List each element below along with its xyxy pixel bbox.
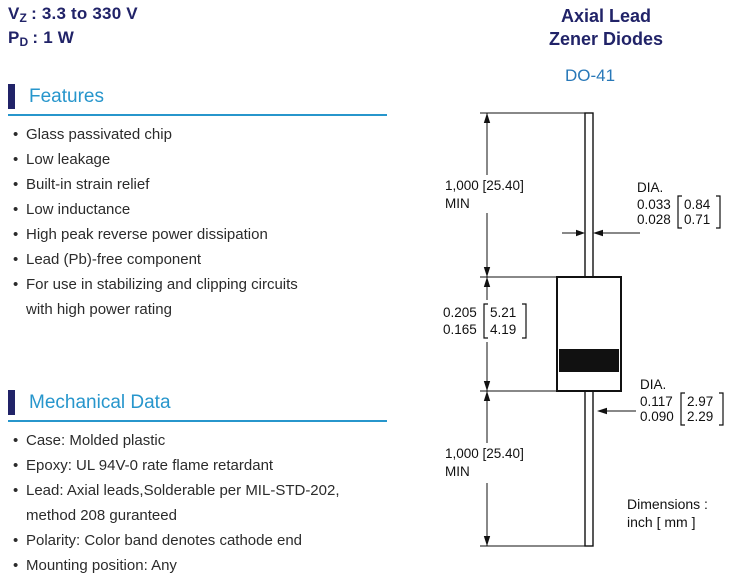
lead-dia-inch-min: 0.028 (637, 212, 671, 227)
mechanical-item-continuation: method 208 guranteed (26, 507, 177, 524)
feature-item: Glass passivated chip (12, 122, 298, 147)
lead-dia-mm-min: 0.71 (684, 212, 710, 227)
vz-spec: VZ: 3.3 to 330 V (8, 4, 138, 25)
label-mask (440, 300, 530, 342)
features-header: Features (8, 84, 387, 116)
pd-symbol: P (8, 28, 20, 47)
body-length-inch-min: 0.165 (443, 322, 477, 337)
feature-item-text: Lead (Pb)-free component (26, 251, 202, 268)
feature-item: Built-in strain relief (12, 172, 298, 197)
mechanical-data-header: Mechanical Data (8, 390, 387, 422)
pd-value: : 1 W (32, 28, 75, 47)
package-name: DO-41 (564, 66, 616, 85)
pd-spec: PD: 1 W (8, 28, 74, 49)
feature-item-text: Built-in strain relief (26, 176, 150, 193)
mechanical-item-text: Polarity: Color band denotes cathode end (26, 532, 303, 549)
mechanical-data-list: Case: Molded plastic Epoxy: UL 94V-0 rat… (12, 428, 340, 573)
bottom-lead-length-value: 1,000 [25.40] (445, 446, 524, 461)
feature-item: Low leakage (12, 147, 298, 172)
mechanical-item-text: Case: Molded plastic (26, 432, 166, 449)
body-length-mm-min: 4.19 (490, 322, 516, 337)
mechanical-item: Lead: Axial leads,Solderable per MIL-STD… (12, 478, 340, 528)
label-mask (442, 443, 528, 483)
vz-subscript: Z (19, 11, 28, 25)
label-mask (442, 175, 528, 213)
mechanical-item: Epoxy: UL 94V-0 rate flame retardant (12, 453, 340, 478)
feature-item-text: Low inductance (26, 201, 131, 218)
left-bracket (677, 195, 682, 229)
mechanical-item-text: Mounting position: Any (26, 557, 177, 573)
mechanical-item: Polarity: Color band denotes cathode end (12, 528, 340, 553)
features-list: Glass passivated chip Low leakage Built-… (12, 122, 298, 322)
lead-dia-label: DIA. (637, 180, 663, 195)
left-bracket (483, 303, 488, 339)
page-title-line1: Axial Lead (560, 6, 652, 26)
section-accent-bar (8, 84, 15, 109)
page-title-line2: Zener Diodes (548, 29, 664, 49)
pd-subscript: D (19, 35, 29, 49)
feature-item: High peak reverse power dissipation (12, 222, 298, 247)
body-length-mm-max: 5.21 (490, 305, 516, 320)
feature-item-continuation: with high power rating (26, 301, 172, 318)
body-dia-inch-max: 0.117 (640, 394, 673, 409)
top-lead-length-min: MIN (445, 196, 470, 211)
body-dia-inch-min: 0.090 (640, 409, 674, 424)
lead-dia-inch-max: 0.033 (637, 197, 671, 212)
lead-dia-mm-max: 0.84 (684, 197, 711, 212)
bottom-lead-length-min: MIN (445, 464, 470, 479)
right-bracket (719, 392, 724, 426)
feature-item-text: For use in stabilizing and clipping circ… (26, 276, 298, 293)
package-outline-drawing: 1,000 [25.40] MIN 0.205 0.165 5.21 4.19 … (440, 112, 724, 547)
lead-diameter-callout (562, 229, 640, 237)
mechanical-data-heading: Mechanical Data (29, 392, 171, 413)
top-lead-length-value: 1,000 [25.40] (445, 178, 524, 193)
vz-symbol: V (8, 4, 20, 23)
feature-item: For use in stabilizing and clipping circ… (12, 272, 298, 322)
body-dia-mm-max: 2.97 (687, 394, 713, 409)
feature-item-text: High peak reverse power dissipation (26, 226, 268, 243)
body-diameter-callout (597, 407, 636, 415)
feature-item: Lead (Pb)-free component (12, 247, 298, 272)
vz-value: : 3.3 to 330 V (31, 4, 138, 23)
diode-body (556, 276, 622, 392)
body-dia-label: DIA. (640, 377, 666, 392)
features-heading: Features (29, 86, 104, 107)
left-bracket (680, 392, 685, 426)
extension-lines (480, 112, 585, 547)
mechanical-item-text: Lead: Axial leads,Solderable per MIL-STD… (26, 482, 340, 499)
page-title: Axial Lead Zener Diodes (494, 5, 718, 51)
mechanical-item: Mounting position: Any (12, 553, 340, 573)
feature-item-text: Low leakage (26, 151, 111, 168)
feature-item-text: Glass passivated chip (26, 126, 172, 143)
mechanical-item-text: Epoxy: UL 94V-0 rate flame retardant (26, 457, 274, 474)
units-note-line2: inch [ mm ] (627, 514, 695, 530)
cathode-band (559, 349, 619, 372)
feature-item: Low inductance (12, 197, 298, 222)
body-dia-mm-min: 2.29 (687, 409, 713, 424)
right-bracket (522, 303, 527, 339)
right-bracket (716, 195, 721, 229)
units-note-line1: Dimensions : (627, 496, 708, 512)
body-length-inch-max: 0.205 (443, 305, 477, 320)
mechanical-item: Case: Molded plastic (12, 428, 340, 453)
section-accent-bar (8, 390, 15, 415)
